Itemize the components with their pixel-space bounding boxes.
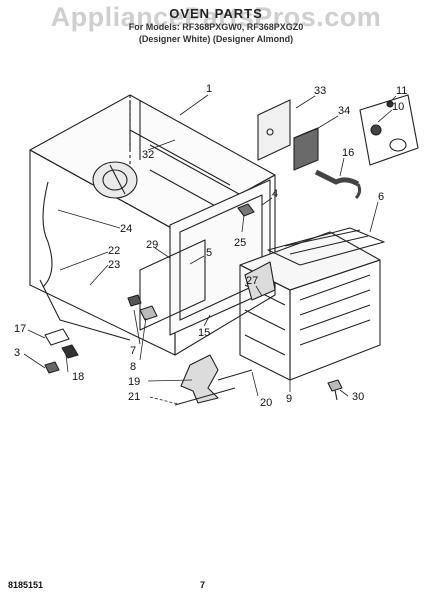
model-list: For Models: RF368PXGW0, RF368PXGZ0 (128, 22, 304, 32)
callout-11: 11 (396, 85, 407, 97)
callout-30: 30 (352, 391, 364, 403)
leader-lines (23, 94, 397, 405)
color-variants: (Designer White) (Designer Almond) (138, 34, 294, 44)
callout-8: 8 (130, 361, 136, 373)
element-block (293, 127, 319, 171)
callout-3: 3 (14, 347, 20, 359)
callout-16: 16 (342, 147, 354, 159)
mounting-bracket (44, 328, 79, 374)
blower-fan (42, 161, 138, 288)
callout-22: 22 (108, 245, 120, 257)
light-socket-assembly (359, 94, 419, 166)
callout-18: 18 (72, 371, 84, 383)
callout-34: 34 (338, 105, 350, 117)
callout-9: 9 (286, 393, 292, 405)
vent-tube (314, 169, 362, 200)
callout-10: 10 (392, 101, 404, 113)
callout-15: 15 (198, 327, 210, 339)
callout-24: 24 (120, 223, 132, 235)
callout-25: 25 (234, 237, 246, 249)
callout-33: 33 (314, 85, 326, 97)
callout-5: 5 (206, 247, 212, 259)
callout-21: 21 (128, 391, 140, 403)
callout-29: 29 (146, 239, 158, 251)
callout-7: 7 (130, 345, 136, 357)
small-bracket (127, 294, 158, 321)
callout-6: 6 (378, 191, 384, 203)
callout-23: 23 (108, 259, 120, 271)
callout-19: 19 (128, 376, 140, 388)
callout-1: 1 (206, 83, 212, 95)
watermark: AppliancePartsPros.com (50, 2, 382, 32)
screw-30 (327, 379, 343, 401)
callout-32: 32 (142, 149, 154, 161)
callouts: 1 32 33 34 11 10 16 4 6 24 22 23 29 5 25… (14, 83, 407, 409)
document-number: 8185151 (8, 580, 44, 590)
page-number: 7 (200, 580, 206, 590)
callout-4: 4 (272, 188, 278, 200)
callout-20: 20 (260, 397, 272, 409)
page-title: OVEN PARTS (169, 6, 263, 21)
screw-25 (237, 203, 255, 217)
callout-27: 27 (246, 275, 258, 287)
gas-valve (174, 354, 253, 406)
callout-17: 17 (14, 323, 26, 335)
oven-rack (267, 227, 385, 266)
oven-liner (239, 231, 381, 381)
bracket-panel (257, 99, 291, 161)
